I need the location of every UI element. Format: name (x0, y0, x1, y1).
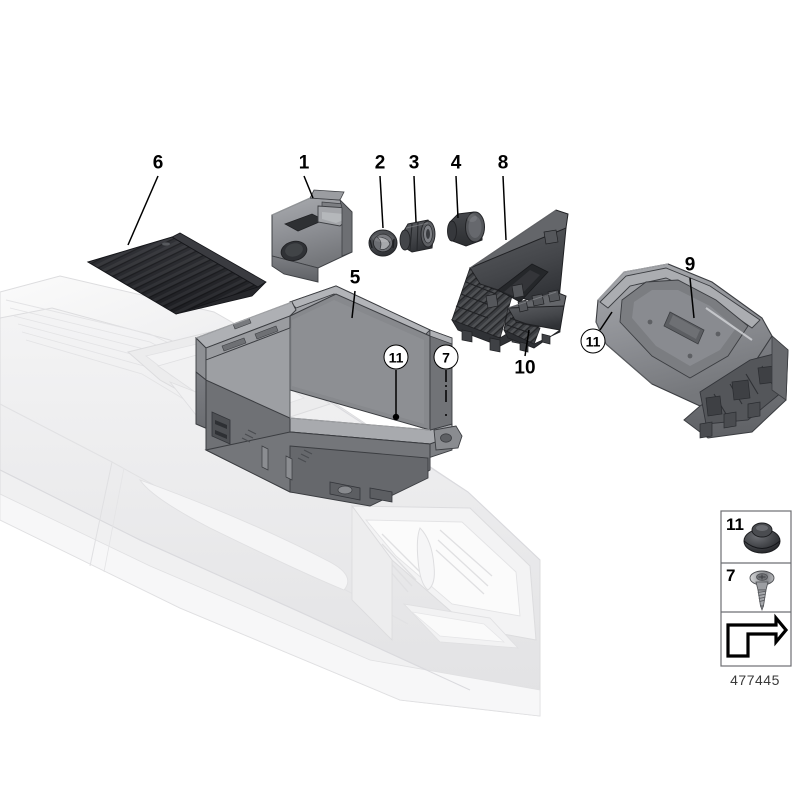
part-rear-trim-grille-right (503, 289, 567, 353)
legend-icon-tapping-screw (749, 570, 775, 611)
callout-terminus-dot (392, 413, 400, 421)
legend-number-7: 7 (726, 566, 736, 585)
part-lighter-socket-housing (399, 219, 436, 253)
part-rear-trim-grille-left (450, 209, 569, 353)
part-socket-bushing (368, 229, 398, 257)
rear-air-vent (350, 504, 537, 649)
callout-label-4: 4 (450, 152, 462, 174)
callout-circled-11-carrier: 11 (580, 328, 606, 354)
callout-label-3: 3 (408, 152, 420, 174)
callout-label-1: 1 (298, 152, 310, 174)
callout-label-5: 5 (349, 267, 361, 289)
legend-icon-orientation-arrow (726, 613, 789, 658)
part-socket-trim-panel (271, 189, 353, 283)
legend-icon-rubber-plug (743, 522, 781, 554)
callout-label-2: 2 (374, 152, 386, 174)
callout-label-8: 8 (497, 152, 509, 174)
callout-circled-11-compartment: 11 (383, 344, 409, 370)
callout-label-6: 6 (152, 152, 164, 174)
callout-circled-7-compartment: 7 (433, 344, 459, 370)
diagram-id-label: 477445 (730, 672, 780, 688)
legend-box (720, 510, 792, 667)
callout-label-9: 9 (684, 254, 696, 276)
callout-label-10: 10 (514, 357, 536, 379)
legend-number-11: 11 (726, 515, 744, 534)
part-socket-cover-cap (447, 211, 485, 247)
callout-leader-lines (127, 175, 695, 416)
part-ribbed-rubber-mat (86, 232, 267, 315)
part-rear-console-carrier (595, 263, 789, 439)
